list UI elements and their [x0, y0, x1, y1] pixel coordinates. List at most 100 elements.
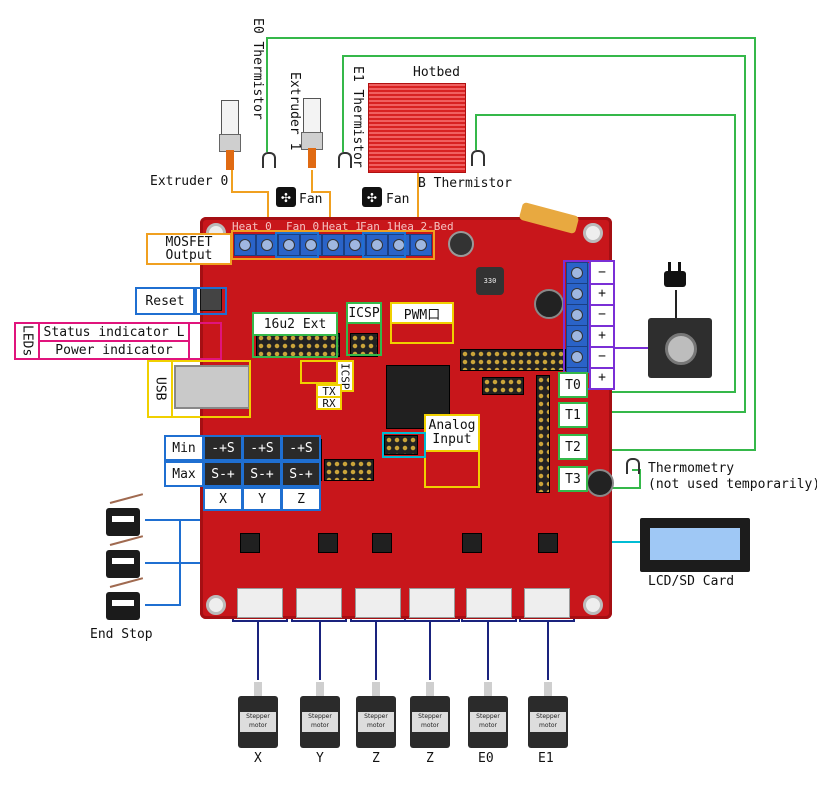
terminal-fan0-b [300, 234, 322, 256]
lcd-display-image [640, 518, 750, 572]
usb-label: USB [147, 360, 173, 418]
mosfet-terminals-outline [231, 230, 435, 260]
motor-label-x: X [254, 751, 262, 766]
mount-hole [206, 595, 226, 615]
max-label: Max [164, 461, 204, 487]
terminal-heat1-b [344, 234, 366, 256]
leds-text: LEDs [19, 325, 35, 357]
terminal-power [566, 325, 588, 347]
b-thermistor-label: B Thermistor [418, 176, 512, 191]
capacitor [448, 231, 474, 257]
usb-text: USB [152, 377, 168, 401]
stepper-motor-y: Stepper motor [300, 682, 340, 748]
rx-label: RX [316, 396, 342, 410]
motor-connector-x [237, 588, 283, 618]
power-polarity-box: − + − + − + [589, 260, 615, 390]
icsp-top-label: ICSP [346, 302, 382, 324]
motor-label-z1: Z [372, 751, 380, 766]
extruder1-heater-wire [311, 170, 331, 232]
e1-thermistor-label: E1 Thermistor [350, 66, 365, 168]
pwm-label: PWM口 [390, 302, 454, 324]
t0-label: T0 [558, 372, 588, 398]
16u2-ext-outline [252, 334, 338, 358]
motor-label-e0: E0 [478, 751, 494, 766]
bed-thermistor-icon [471, 150, 485, 166]
inductor: 330 [476, 267, 504, 295]
thermometry-icon [626, 458, 640, 474]
extruder-1-label: Extruder 1 [287, 72, 302, 151]
ramps-board: Heat 0 Fan 0 Heat 1 Fan 1 Hea 2-Bed 330 [174, 201, 614, 619]
terminal-bed-a [410, 234, 432, 256]
extruder0-heater-wire [231, 170, 269, 232]
header-thermistors [536, 375, 550, 493]
silk-heat0: Heat 0 [232, 220, 272, 233]
motor-connector-z2 [409, 588, 455, 618]
driver-chip [318, 533, 338, 553]
header-icsp [350, 333, 378, 357]
header-aux2 [482, 377, 524, 395]
e1-thermistor-wire [342, 55, 746, 413]
analog-input-outline [424, 450, 480, 488]
fan-label-left: Fan [299, 192, 323, 207]
driver-chip [462, 533, 482, 553]
endstop-z-wire [145, 520, 181, 606]
pwm-outline [390, 322, 454, 344]
mount-hole [583, 223, 603, 243]
usb-outline [171, 360, 251, 418]
lcd-sd-card-label: LCD/SD Card [648, 574, 735, 589]
16u2-ext-label: 16u2 Ext [252, 312, 338, 336]
endstop-y-icon [106, 550, 140, 578]
driver-chip [240, 533, 260, 553]
icsp-side-outline [300, 360, 338, 384]
max-x-pins: S-+ [203, 461, 243, 487]
axis-x-label: X [203, 487, 243, 511]
stepper-motor-z2: Stepper motor [410, 682, 450, 748]
axis-y-label: Y [242, 487, 282, 511]
analog-header-outline [382, 432, 426, 458]
stepper-motor-z1: Stepper motor [356, 682, 396, 748]
silk-fan1: Fan 1 [360, 220, 394, 233]
driver-chip [372, 533, 392, 553]
mosfet-output-label: MOSFET Output [146, 233, 232, 265]
motor-label-z2: Z [426, 751, 434, 766]
capacitor [534, 289, 564, 319]
header-serial [324, 459, 374, 481]
thermometry-note: (not used temporarily) [648, 477, 817, 492]
endstop-x-icon [106, 508, 140, 536]
min-y-pins: -+S [242, 435, 282, 461]
header-16u2 [256, 333, 340, 357]
fan0-outline [275, 232, 319, 258]
power-terminals-outline [563, 260, 591, 390]
hotbed-label: Hotbed [413, 65, 460, 80]
min-x-pins: -+S [203, 435, 243, 461]
t3-label: T3 [558, 466, 588, 492]
e0-thermistor-label: E0 Thermistor [250, 18, 265, 120]
status-indicator-label: Status indicator L [38, 322, 190, 342]
motor-connector-z1 [355, 588, 401, 618]
silk-heat2: Hea 2-Bed [394, 220, 454, 233]
max-z-pins: S-+ [281, 461, 321, 487]
icsp-side-text: ICSP [338, 362, 352, 390]
power-indicator-label: Power indicator [38, 340, 190, 360]
icsp-top-outline [346, 322, 382, 356]
hotbed-image [368, 83, 466, 173]
analog-input-label: Analog Input [424, 414, 480, 452]
usb-port [174, 365, 250, 409]
min-label: Min [164, 435, 204, 461]
motor-label-e1: E1 [538, 751, 554, 766]
polarity-minus: − [591, 304, 613, 327]
terminal-fan0-a [278, 234, 300, 256]
stepper-motor-x: Stepper motor [238, 682, 278, 748]
stepper-motor-e0: Stepper motor [468, 682, 508, 748]
max-y-pins: S-+ [242, 461, 282, 487]
terminal-heat0-a [234, 234, 256, 256]
min-z-pins: -+S [281, 435, 321, 461]
terminal-fan1-a [366, 234, 388, 256]
stepper-motor-e1: Stepper motor [528, 682, 568, 748]
header-analog [384, 435, 418, 455]
motor-connector-e1 [524, 588, 570, 618]
silk-heat1: Heat 1 [322, 220, 362, 233]
extruder-0-label: Extruder 0 [150, 174, 229, 189]
terminal-heat0-b [256, 234, 278, 256]
leds-label: LEDs [14, 322, 40, 360]
